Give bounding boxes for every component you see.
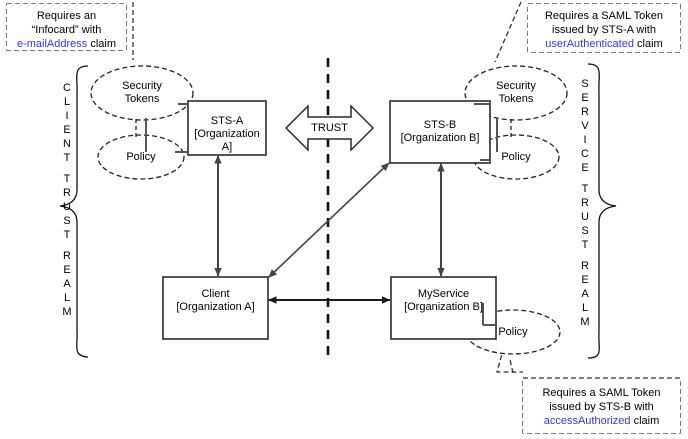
service-realm-brace	[587, 63, 617, 359]
realm-letter-client-8: R	[63, 187, 71, 199]
realm-letter-service-12: T	[581, 239, 589, 251]
trust-arrow-label: TRUST	[311, 122, 348, 134]
callout-saml-sts-a: Requires a SAML Token issued by STS-A wi…	[528, 4, 680, 52]
node-label-myservice: MyService [Organization B]	[391, 288, 496, 314]
realm-letter-service-10: U	[581, 211, 589, 223]
node-label-client-subtitle: [Organization A]	[176, 301, 255, 313]
node-box-client	[162, 276, 269, 340]
node-box-sts-a	[187, 100, 267, 156]
client-realm-brace	[59, 65, 89, 358]
node-label-sts-b-title: STS-B	[423, 119, 457, 131]
node-label-sts-b-subtitle: [Organization B]	[400, 132, 480, 144]
ellipse-label-security-tokens-right: Security Tokens	[465, 80, 567, 106]
realm-letter-service-8: T	[581, 183, 589, 195]
realm-letter-client-1: L	[63, 96, 71, 108]
realm-letter-client-7: T	[63, 173, 71, 185]
node-label-client-title: Client	[201, 288, 230, 300]
realm-letter-service-7	[578, 176, 592, 183]
callout-infocard-line3: e-mailAddress claim	[13, 37, 120, 51]
realm-letter-client-6	[60, 166, 74, 173]
node-label-myservice-subtitle: [Organization B]	[404, 301, 483, 313]
ellipse-label-policy-left-line1: Policy	[126, 151, 156, 163]
realm-letter-service-5: C	[581, 148, 589, 160]
realm-letter-service-16: A	[581, 288, 589, 300]
realm-letter-client-5: T	[63, 152, 71, 164]
realm-letter-client-0: C	[63, 82, 71, 94]
node-label-myservice-title: MyService	[417, 288, 470, 300]
realm-letter-service-3: V	[581, 120, 589, 132]
ellipse-policy-left	[97, 134, 185, 180]
realm-letter-client-2: I	[65, 110, 69, 122]
claim-e-mailaddress: e-mailAddress	[16, 38, 88, 50]
callout-infocard-line2: “Infocard” with	[31, 24, 102, 36]
ellipse-label-security-tokens-left: Security Tokens	[91, 80, 193, 106]
claim-accessauthorized: accessAuthorized	[543, 415, 631, 427]
ellipse-label-security-tokens-left-line1: Security	[122, 80, 162, 92]
ellipse-label-policy-right-line1: Policy	[501, 151, 531, 163]
realm-letter-service-15: E	[581, 274, 589, 286]
realm-letter-service-9: R	[581, 197, 589, 209]
realm-letter-service-6: E	[581, 162, 589, 174]
realm-letter-service-14: R	[581, 260, 589, 272]
node-box-sts-b	[389, 100, 491, 164]
node-label-client: Client [Organization A]	[163, 288, 268, 314]
realm-letter-service-13	[578, 253, 592, 260]
ellipse-label-security-tokens-left-line2: Tokens	[124, 93, 160, 105]
node-label-sts-a: STS-A [Organization A]	[188, 115, 266, 154]
trust-double-arrow	[284, 104, 375, 152]
realm-letter-service-2: R	[581, 106, 589, 118]
realm-letter-client-12	[60, 243, 74, 250]
callout-saml-sts-b-line2: issued by STS-B with	[549, 401, 654, 413]
realm-letter-service-11: S	[581, 225, 589, 237]
realm-letter-service-17: L	[581, 302, 589, 314]
callout-saml-sts-b-line1: Requires a SAML Token	[542, 387, 661, 399]
realm-letter-service-4: I	[583, 134, 587, 146]
node-box-myservice	[390, 276, 497, 340]
realm-letter-service-18: M	[580, 316, 590, 328]
callout-saml-sts-a-suffix: claim	[633, 38, 663, 50]
ellipse-label-policy-service: Policy	[470, 326, 556, 339]
realm-letter-client-17: M	[62, 306, 72, 318]
ellipse-security-tokens-left	[90, 65, 194, 121]
callout-leader-policy-service	[496, 331, 523, 373]
realm-letter-client-15: A	[63, 278, 71, 290]
callout-infocard-suffix: claim	[87, 38, 117, 50]
callout-saml-sts-b-suffix: claim	[630, 415, 660, 427]
realm-letter-service-1: E	[581, 92, 589, 104]
callout-saml-sts-b: Requires a SAML Token issued by STS-B wi…	[523, 381, 680, 433]
realm-letter-service-0: S	[581, 78, 589, 90]
callout-saml-sts-a-line1: Requires a SAML Token	[544, 10, 663, 22]
ellipse-label-policy-right: Policy	[473, 151, 559, 164]
claim-userauthenticated: userAuthenticated	[545, 38, 634, 50]
realm-letter-client-11: T	[63, 229, 71, 241]
callout-saml-sts-a-line2: issued by STS-A with	[552, 24, 656, 36]
realm-letter-client-14: E	[63, 264, 71, 276]
realm-letter-client-16: L	[63, 292, 71, 304]
callout-saml-sts-a-line3: userAuthenticated claim	[534, 37, 674, 51]
node-label-sts-a-title: STS-A	[210, 115, 244, 127]
callout-infocard: Requires an “Infocard” with e-mailAddres…	[7, 4, 126, 50]
realm-letter-client-9: U	[63, 201, 71, 213]
ellipse-label-policy-service-line1: Policy	[498, 326, 528, 338]
realm-letter-client-13: R	[63, 250, 71, 262]
callout-leader-saml-sts-a	[494, 1, 522, 63]
realm-letter-client-10: S	[63, 215, 71, 227]
realm-letter-client-4: N	[63, 138, 71, 150]
node-label-sts-a-subtitle: [Organization A]	[194, 128, 260, 153]
ellipse-label-security-tokens-right-line2: Tokens	[498, 93, 534, 105]
realm-letter-client-3: E	[63, 124, 71, 136]
callout-infocard-line1: Requires an	[36, 10, 97, 22]
ellipse-label-policy-left: Policy	[98, 151, 184, 164]
ellipse-label-security-tokens-right-line1: Security	[496, 80, 536, 92]
callout-saml-sts-b-line3: accessAuthorized claim	[529, 414, 674, 428]
node-label-sts-b: STS-B [Organization B]	[390, 119, 490, 145]
arrow-client-sts-b-diagonal	[268, 162, 390, 278]
callout-leader-saml-sts-b	[509, 359, 514, 374]
